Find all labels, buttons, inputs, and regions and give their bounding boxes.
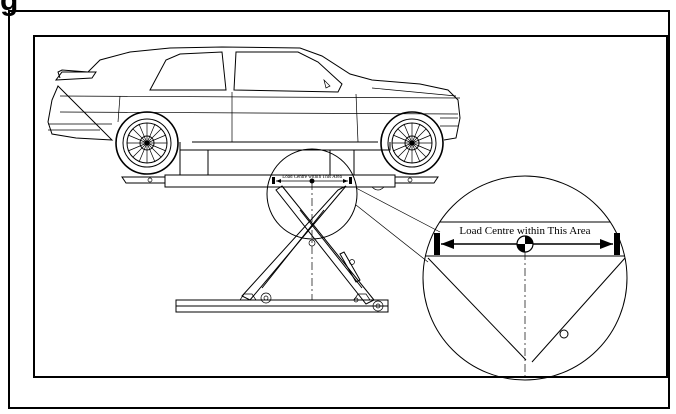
car-body — [47, 46, 461, 176]
detail-circle-small — [266, 148, 358, 240]
load-label-small: Load Centre within This Area — [282, 175, 342, 180]
outer-frame — [8, 10, 670, 409]
detail-leader-lines — [355, 187, 441, 263]
load-centre-indicator-small: Load Centre within This Area — [272, 175, 352, 184]
rear-wheel — [115, 111, 179, 175]
load-area-left-stop — [434, 233, 440, 255]
scissor-mechanism — [241, 182, 384, 312]
load-label-zoom: Load Centre within This Area — [459, 225, 590, 237]
detail-circle-zoom: Load Centre within This Area — [422, 175, 628, 381]
lift-base — [175, 293, 389, 313]
front-wheel — [380, 111, 444, 175]
load-area-right-stop — [614, 233, 620, 255]
diagram-frame — [33, 35, 668, 378]
